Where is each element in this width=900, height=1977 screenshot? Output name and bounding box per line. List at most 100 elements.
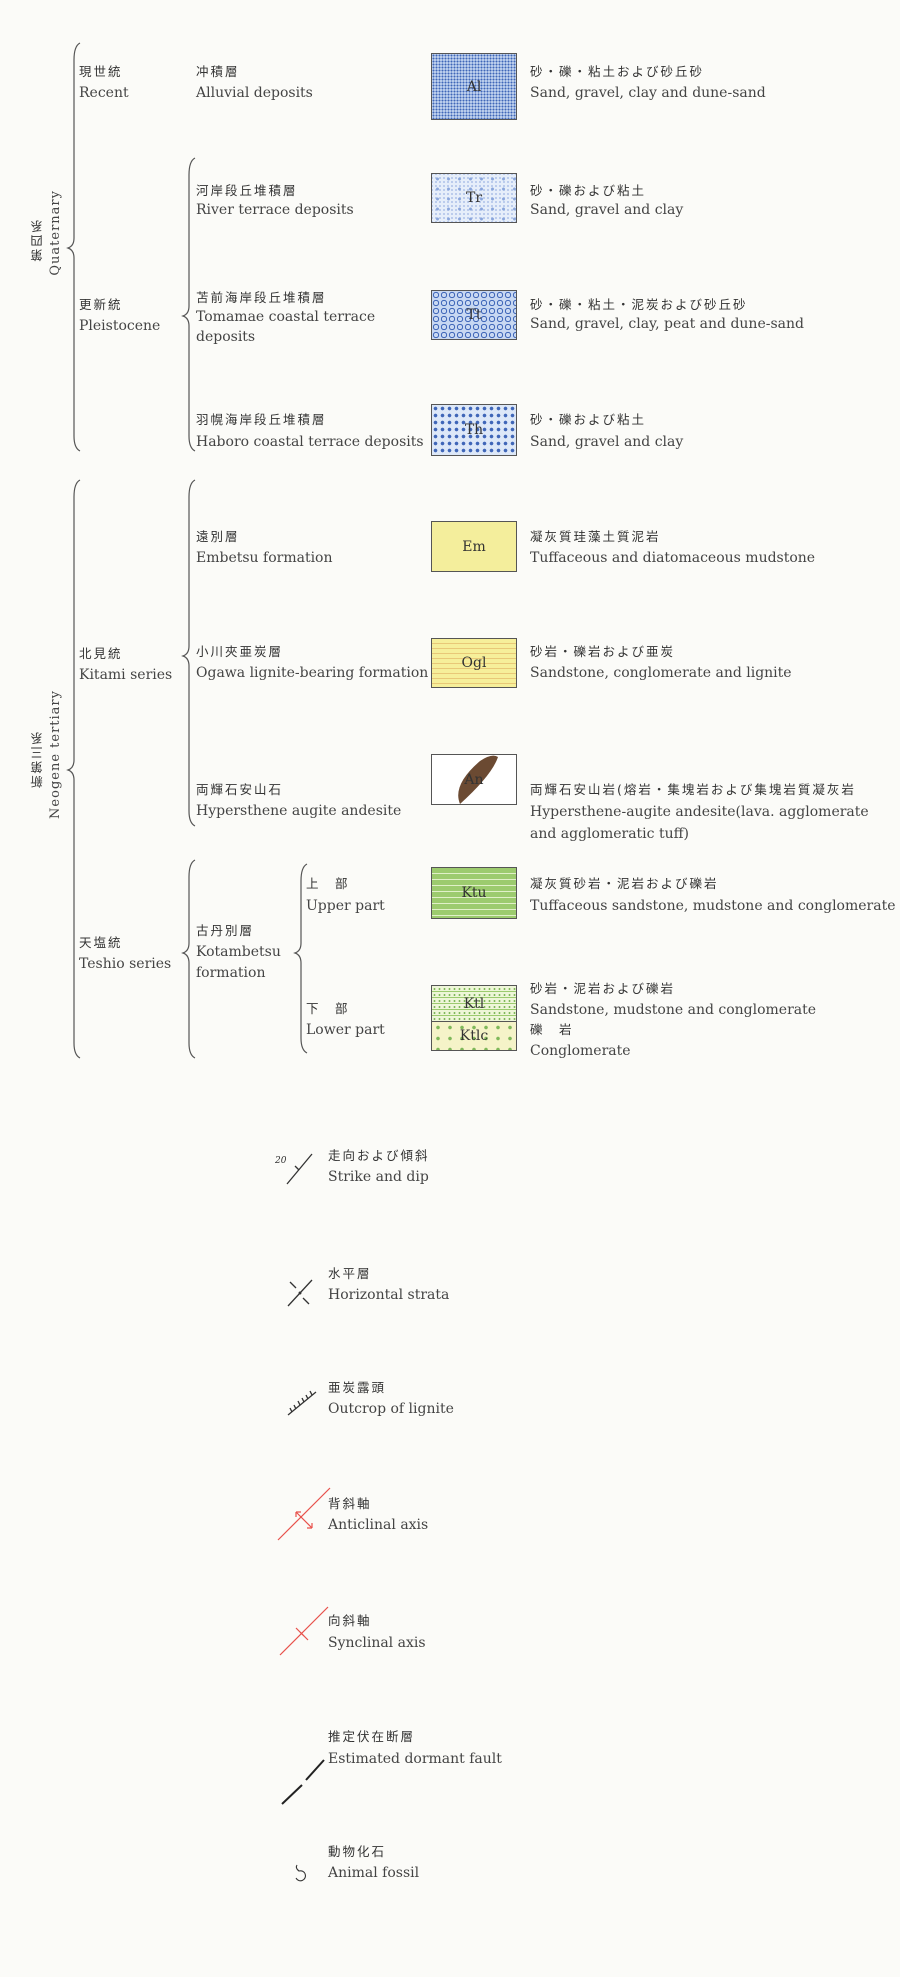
- kitami-brace: [181, 479, 196, 827]
- legend-swatch-ktu: Ktu: [431, 867, 517, 919]
- unit-name-jp: 冲積層: [196, 64, 240, 79]
- unit-desc-en: Sandstone, mudstone and conglomerate: [530, 1002, 817, 1018]
- unit-desc-jp: 両輝石安山岩(熔岩・集塊岩および集塊岩質凝灰岩: [530, 782, 856, 797]
- animal-fossil-icon: [295, 1864, 306, 1882]
- unit-name-jp: 下 部: [306, 1001, 350, 1016]
- legend-swatch-an: An: [431, 754, 517, 805]
- kotambetsu-brace: [293, 863, 308, 1054]
- unit-desc-en: Sand, gravel and clay: [530, 202, 684, 218]
- unit-desc-jp: 礫 岩: [530, 1022, 574, 1037]
- swatch-code: Al: [466, 78, 482, 95]
- symbol-label-jp: 亜炭露頭: [328, 1380, 387, 1395]
- unit-name-jp: 上 部: [306, 876, 350, 891]
- swatch-code: Em: [462, 538, 486, 555]
- unit-name-jp: 小川夾亜炭層: [196, 644, 284, 659]
- symbol-label-jp: 推定伏在断層: [328, 1729, 416, 1744]
- unit-name-en-2: deposits: [196, 329, 256, 345]
- series-recent-jp: 現世統: [79, 64, 123, 79]
- swatch-code: Ktl: [463, 995, 485, 1012]
- teshio-brace: [181, 859, 196, 1059]
- symbol-label-jp: 走向および傾斜: [328, 1148, 430, 1163]
- neogene-brace: [66, 479, 81, 1059]
- pleistocene-brace: [181, 157, 196, 452]
- unit-desc-jp: 砂岩・泥岩および礫岩: [530, 981, 676, 996]
- symbol-label-en: Synclinal axis: [328, 1635, 426, 1651]
- unit-desc-en: Hypersthene-augite andesite(lava. agglom…: [530, 804, 869, 820]
- lignite-outcrop-icon: [287, 1390, 317, 1416]
- unit-desc-en: Sand, gravel, clay and dune-sand: [530, 85, 766, 101]
- strike-dip-icon: [286, 1153, 313, 1185]
- legend-swatch-em: Em: [431, 521, 517, 572]
- unit-name-en: Tomamae coastal terrace: [196, 309, 376, 325]
- unit-desc-en: Sand, gravel and clay: [530, 434, 684, 450]
- unit-name-en: River terrace deposits: [196, 202, 354, 218]
- andesite-lens-icon: [458, 755, 498, 804]
- synclinal-axis-icon: [279, 1606, 329, 1656]
- kotambetsu-jp: 古丹別層: [196, 923, 255, 938]
- series-pleistocene-en: Pleistocene: [79, 318, 161, 334]
- kotambetsu-en-2: formation: [196, 965, 266, 981]
- strike-dip-value: 20: [274, 1156, 287, 1166]
- unit-desc-en-2: and agglomeratic tuff): [530, 826, 689, 842]
- unit-desc-jp: 砂・礫および粘土: [530, 183, 647, 198]
- legend-swatch-ktl: Ktl: [431, 985, 517, 1022]
- legend-swatch-al: Al: [431, 53, 517, 120]
- swatch-code: Ktlc: [459, 1028, 489, 1044]
- symbol-label-en: Outcrop of lignite: [328, 1401, 454, 1417]
- unit-desc-jp: 砂・礫および粘土: [530, 412, 647, 427]
- unit-desc-jp: 砂岩・礫岩および亜炭: [530, 644, 676, 659]
- symbol-label-jp: 動物化石: [328, 1844, 387, 1859]
- series-kitami-jp: 北見統: [79, 646, 123, 661]
- series-pleistocene-jp: 更新統: [79, 297, 123, 312]
- unit-name-jp: 両輝石安山石: [196, 782, 284, 797]
- symbol-label-jp: 背斜軸: [328, 1496, 372, 1511]
- unit-desc-en: Conglomerate: [530, 1043, 631, 1059]
- anticlinal-axis-icon: [277, 1487, 331, 1541]
- legend-swatch-tt: Tt: [431, 290, 517, 340]
- unit-desc-en: Sand, gravel, clay, peat and dune-sand: [530, 316, 804, 332]
- unit-desc-jp: 砂・礫・粘土・泥炭および砂丘砂: [530, 297, 748, 312]
- unit-desc-jp: 凝灰質珪藻土質泥岩: [530, 529, 661, 544]
- unit-name-jp: 苫前海岸段丘堆積層: [196, 290, 327, 305]
- swatch-code: Tr: [465, 190, 483, 206]
- unit-name-en: Haboro coastal terrace deposits: [196, 434, 424, 450]
- symbol-label-en: Horizontal strata: [328, 1287, 450, 1303]
- symbol-label-en: Strike and dip: [328, 1169, 429, 1185]
- legend-swatch-ogl: Ogl: [431, 638, 517, 688]
- horizontal-strata-icon: [287, 1279, 313, 1307]
- swatch-code: Ogl: [461, 655, 487, 671]
- unit-desc-en: Tuffaceous and diatomaceous mudstone: [530, 550, 816, 566]
- unit-name-en: Lower part: [306, 1022, 385, 1038]
- legend-swatch-ktlc: Ktlc: [431, 1021, 517, 1051]
- symbol-label-en: Anticlinal axis: [328, 1517, 429, 1533]
- quaternary-brace: [66, 42, 81, 452]
- symbol-label-jp: 水平層: [328, 1266, 372, 1281]
- unit-name-jp: 河岸段丘堆積層: [196, 183, 298, 198]
- swatch-code: An: [464, 771, 484, 788]
- swatch-code: Th: [464, 422, 484, 438]
- unit-name-jp: 遠別層: [196, 529, 240, 544]
- unit-desc-jp: 凝灰質砂岩・泥岩および礫岩: [530, 876, 719, 891]
- legend-swatch-tr: Tr: [431, 173, 517, 223]
- series-teshio-en: Teshio series: [79, 956, 172, 972]
- swatch-code: Ktu: [461, 885, 487, 901]
- swatch-code: Tt: [466, 307, 482, 323]
- unit-desc-en: Tuffaceous sandstone, mudstone and congl…: [530, 898, 896, 914]
- symbol-label-en: Estimated dormant fault: [328, 1751, 502, 1767]
- unit-name-en: Embetsu formation: [196, 550, 333, 566]
- unit-desc-jp: 砂・礫・粘土および砂丘砂: [530, 64, 705, 79]
- unit-name-en: Hypersthene augite andesite: [196, 803, 402, 819]
- symbol-label-jp: 向斜軸: [328, 1613, 372, 1628]
- legend-swatch-th: Th: [431, 404, 517, 456]
- unit-name-en: Ogawa lignite-bearing formation: [196, 665, 429, 681]
- unit-name-jp: 羽幌海岸段丘堆積層: [196, 412, 327, 427]
- dormant-fault-icon: [281, 1759, 325, 1805]
- series-recent-en: Recent: [79, 85, 129, 101]
- kotambetsu-en: Kotambetsu: [196, 944, 281, 960]
- series-kitami-en: Kitami series: [79, 667, 173, 683]
- unit-desc-en: Sandstone, conglomerate and lignite: [530, 665, 792, 681]
- symbol-label-en: Animal fossil: [328, 1865, 420, 1881]
- unit-name-en: Alluvial deposits: [196, 85, 313, 101]
